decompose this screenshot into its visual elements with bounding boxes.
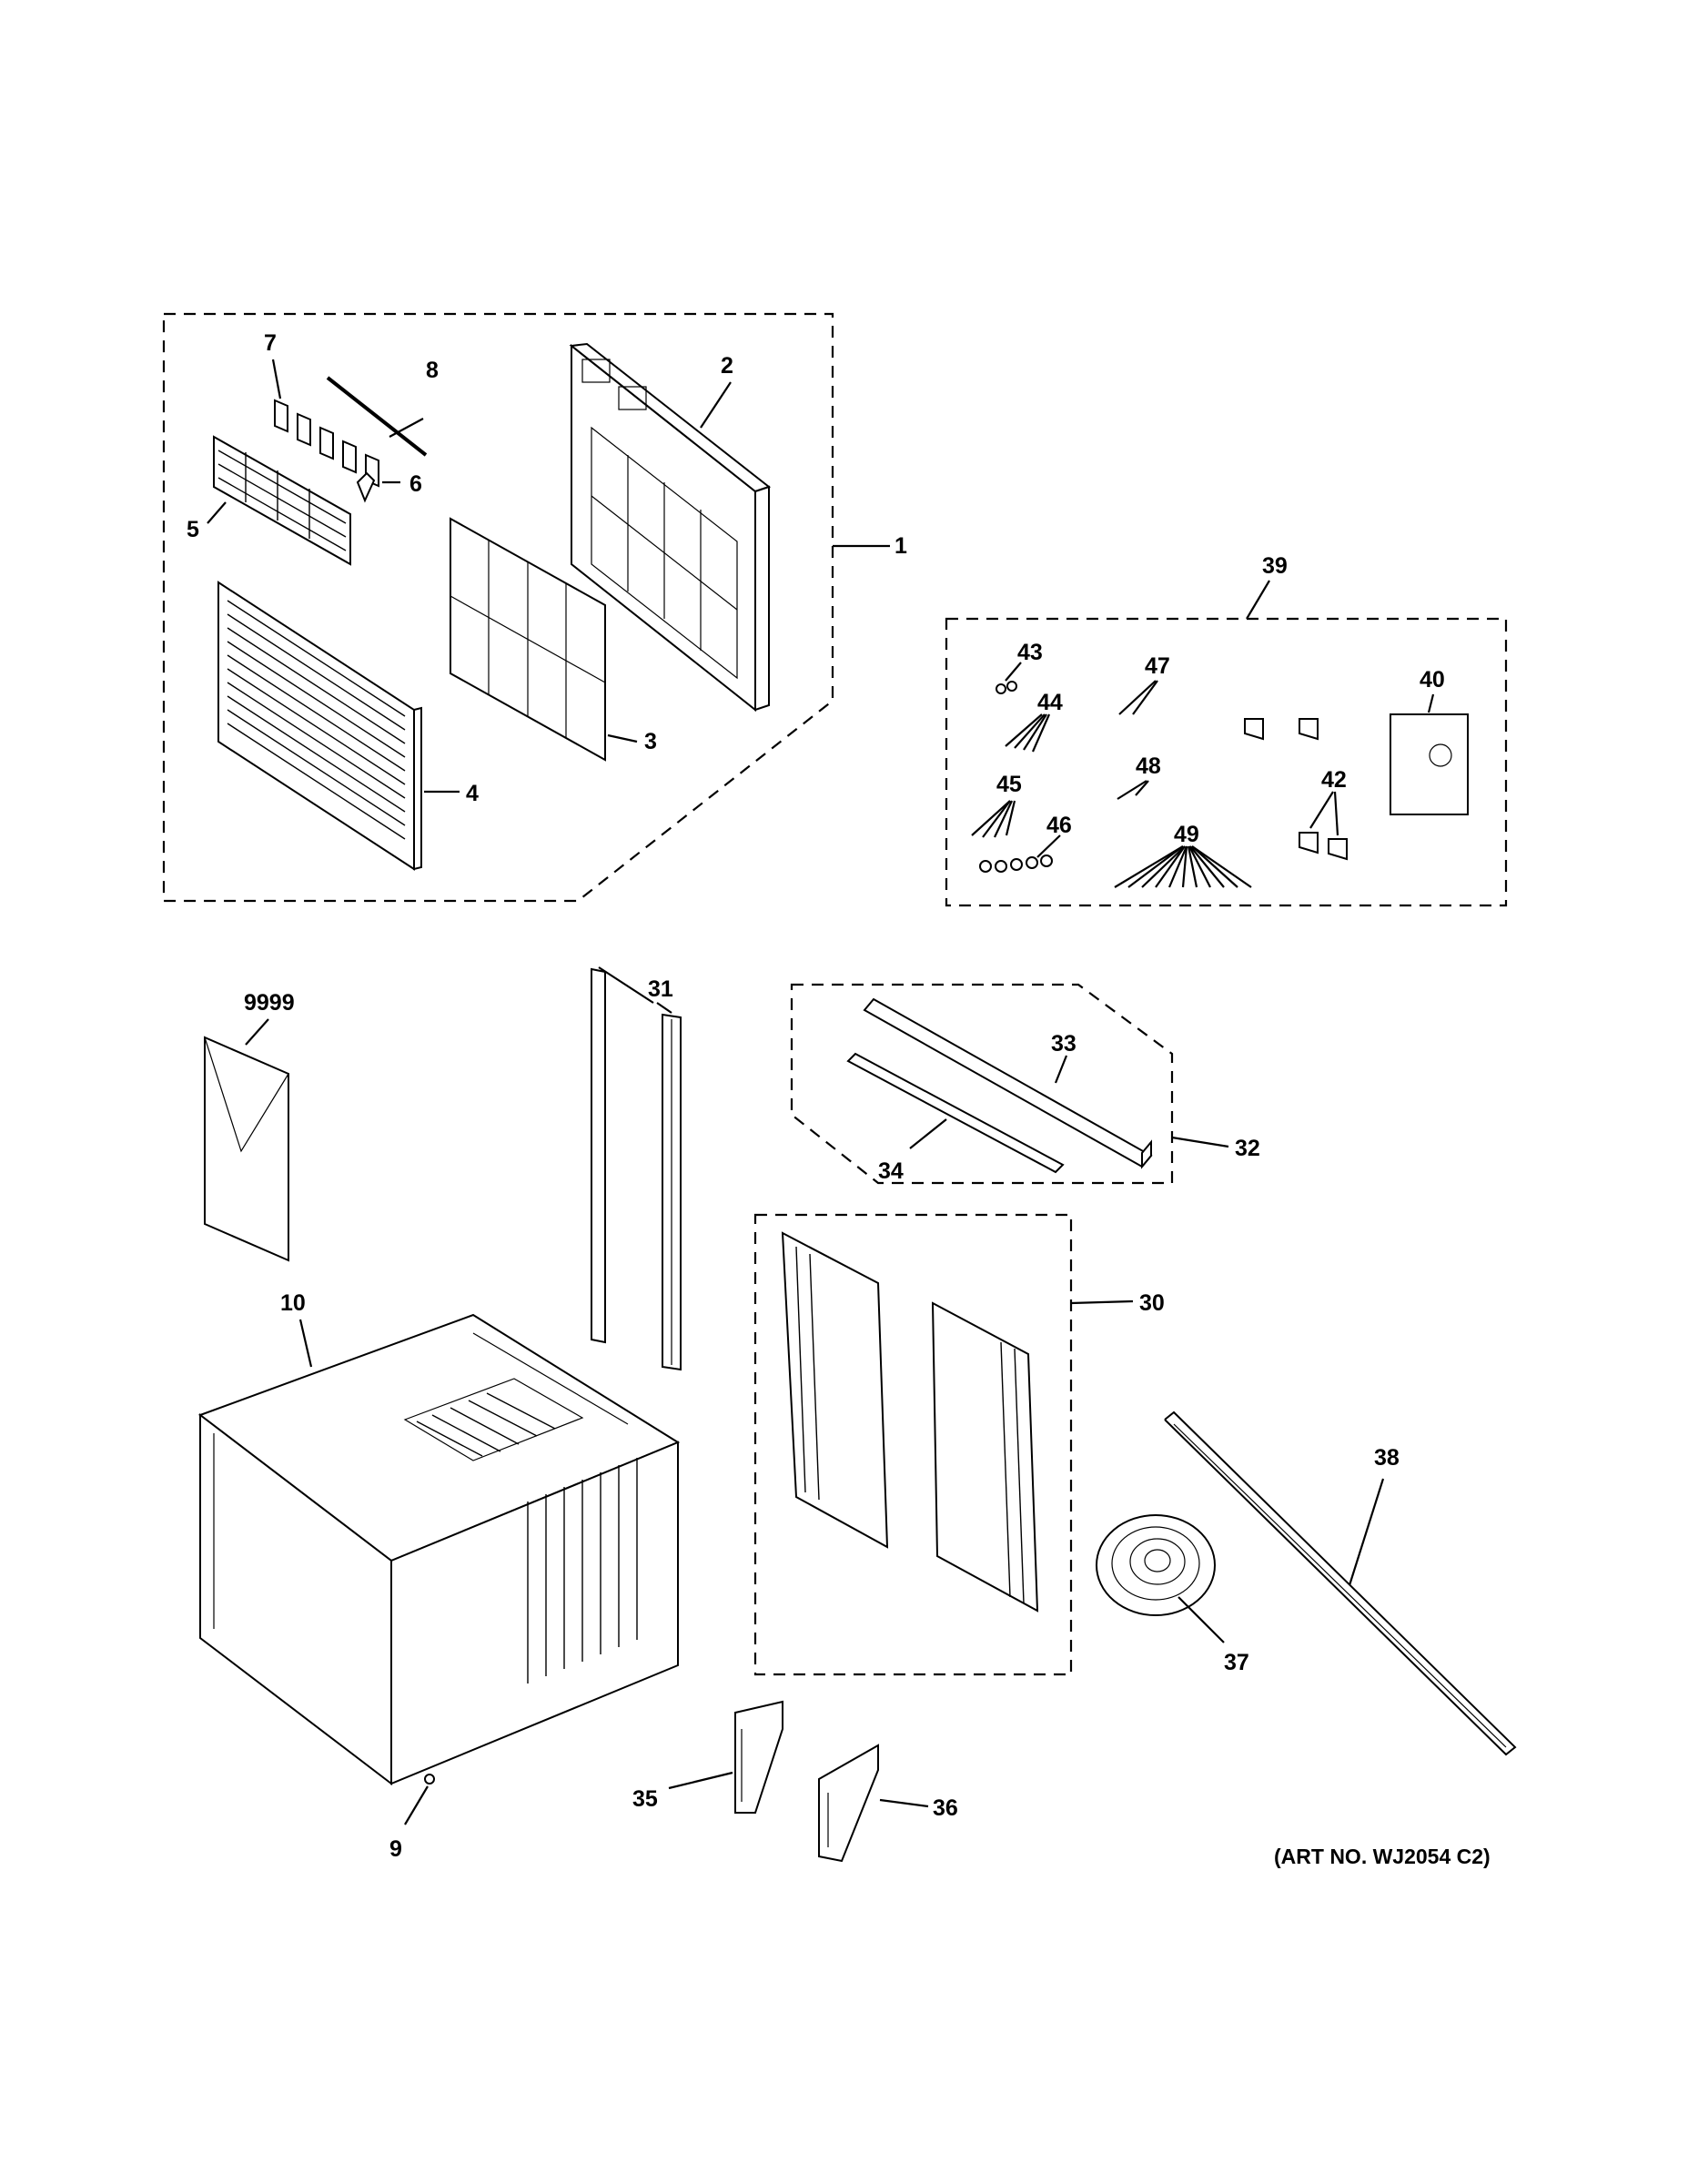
top-rail-boundary xyxy=(790,983,1174,1185)
top-rail-group: 33 34 32 xyxy=(790,983,1260,1185)
part-8-rod[interactable] xyxy=(326,376,428,457)
part-5-louver-panel[interactable] xyxy=(213,435,351,566)
callout-39: 39 xyxy=(1262,553,1288,579)
callout-2: 2 xyxy=(721,353,733,379)
part-35-support-bracket[interactable] xyxy=(734,1700,783,1814)
side-curtain-group: 30 xyxy=(753,1213,1165,1676)
callout-31: 31 xyxy=(648,976,673,1002)
callout-36: 36 xyxy=(933,1795,958,1821)
part-37-foam-seal-roll[interactable] xyxy=(1096,1514,1216,1616)
callout-45: 45 xyxy=(996,772,1022,797)
part-40-instruction-card[interactable] xyxy=(1390,713,1469,815)
callout-6: 6 xyxy=(409,471,422,497)
part-2-front-frame[interactable] xyxy=(569,342,772,713)
hardware-kit-group: 39 40 43 44 45 46 4 xyxy=(945,553,1508,907)
callout-34: 34 xyxy=(878,1158,904,1184)
part-38-weather-strip[interactable] xyxy=(1164,1410,1517,1756)
callout-49: 49 xyxy=(1174,822,1199,847)
callout-32: 32 xyxy=(1235,1136,1260,1161)
callout-9: 9 xyxy=(389,1836,402,1862)
part-31-side-seals[interactable] xyxy=(591,967,682,1371)
callout-35: 35 xyxy=(632,1786,658,1812)
part-4-front-grille[interactable] xyxy=(217,581,422,871)
callout-40: 40 xyxy=(1420,667,1445,693)
callout-42: 42 xyxy=(1321,767,1347,793)
callout-1: 1 xyxy=(895,533,907,559)
callout-33: 33 xyxy=(1051,1031,1076,1057)
part-33-top-rail[interactable] xyxy=(863,997,1153,1169)
part-30-side-curtains[interactable] xyxy=(781,1231,1039,1613)
callout-7: 7 xyxy=(264,330,277,356)
part-6-clip[interactable] xyxy=(356,471,376,503)
callout-37: 37 xyxy=(1224,1650,1249,1675)
callout-44: 44 xyxy=(1037,690,1063,715)
callout-9999: 9999 xyxy=(244,990,295,1016)
side-curtain-boundary xyxy=(753,1213,1073,1676)
part-9-screw[interactable] xyxy=(424,1774,435,1785)
callout-10: 10 xyxy=(280,1290,306,1316)
callout-4: 4 xyxy=(466,781,479,806)
callout-47: 47 xyxy=(1145,653,1170,679)
callout-43: 43 xyxy=(1017,640,1043,665)
front-assembly-boundary xyxy=(162,312,834,903)
part-9999-owners-manual[interactable] xyxy=(204,1036,289,1262)
callout-46: 46 xyxy=(1046,813,1072,838)
hardware-kit-boundary xyxy=(945,617,1508,907)
part-36-support-bracket[interactable] xyxy=(818,1744,879,1863)
part-34-rail-strip[interactable] xyxy=(846,1052,1065,1174)
callout-8: 8 xyxy=(426,358,439,383)
callout-3: 3 xyxy=(644,729,657,754)
front-assembly-group: 7 8 6 5 2 3 4 1 xyxy=(162,312,907,903)
part-7-vanes[interactable] xyxy=(274,399,379,488)
callout-5: 5 xyxy=(187,517,199,542)
part-10-cabinet[interactable] xyxy=(197,1313,681,1786)
callout-38: 38 xyxy=(1374,1445,1400,1471)
callout-48: 48 xyxy=(1136,753,1161,779)
art-number: (ART NO. WJ2054 C2) xyxy=(1274,1845,1491,1868)
callout-30: 30 xyxy=(1139,1290,1165,1316)
part-3-air-filter[interactable] xyxy=(450,517,606,762)
